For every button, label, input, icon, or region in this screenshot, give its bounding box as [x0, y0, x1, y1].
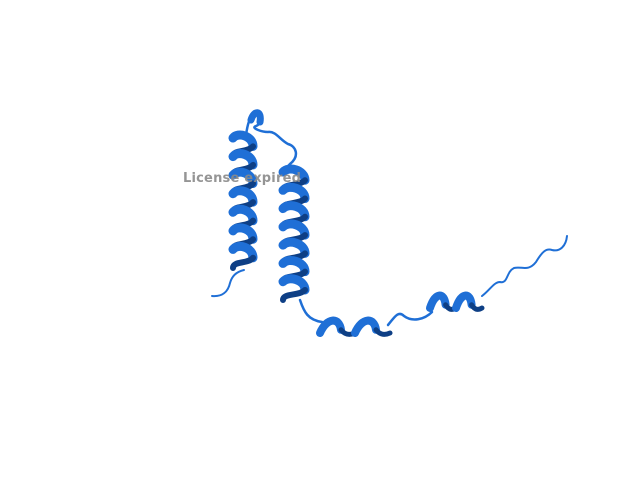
loop-3	[386, 310, 434, 327]
helix-4-turn-back	[469, 302, 485, 312]
license-watermark: License expired	[183, 171, 302, 186]
helix-1-turn-front	[228, 130, 258, 151]
c-terminal-coil	[481, 235, 568, 297]
helix-3-turn-back	[373, 327, 393, 337]
helix-3-turn-front	[316, 316, 345, 337]
helix-2-turn-back	[280, 286, 308, 303]
helix-1-turn-front	[228, 204, 258, 226]
loop-1-knot	[247, 109, 264, 126]
helix-2-turn-front	[278, 201, 310, 222]
helix-4-turn-front	[452, 291, 476, 312]
helix-4-turn-front	[426, 291, 450, 312]
helix-1-turn-front	[228, 223, 258, 244]
helix-2-turn-front	[278, 219, 310, 240]
helix-2-turn-front	[278, 237, 310, 258]
helix-3-turn-front	[351, 316, 380, 337]
helix-1-turn-front	[228, 242, 258, 263]
helix-2-turn-front	[278, 256, 310, 277]
helix-2-turn-front	[278, 274, 310, 295]
loop-2	[298, 298, 324, 324]
helix-2-turn-front	[278, 182, 310, 204]
helix-1-turn-front	[228, 186, 258, 207]
n-terminal-coil	[211, 269, 245, 298]
helix-1-turn-front	[228, 149, 258, 170]
helix-1-turn-back	[230, 254, 256, 271]
